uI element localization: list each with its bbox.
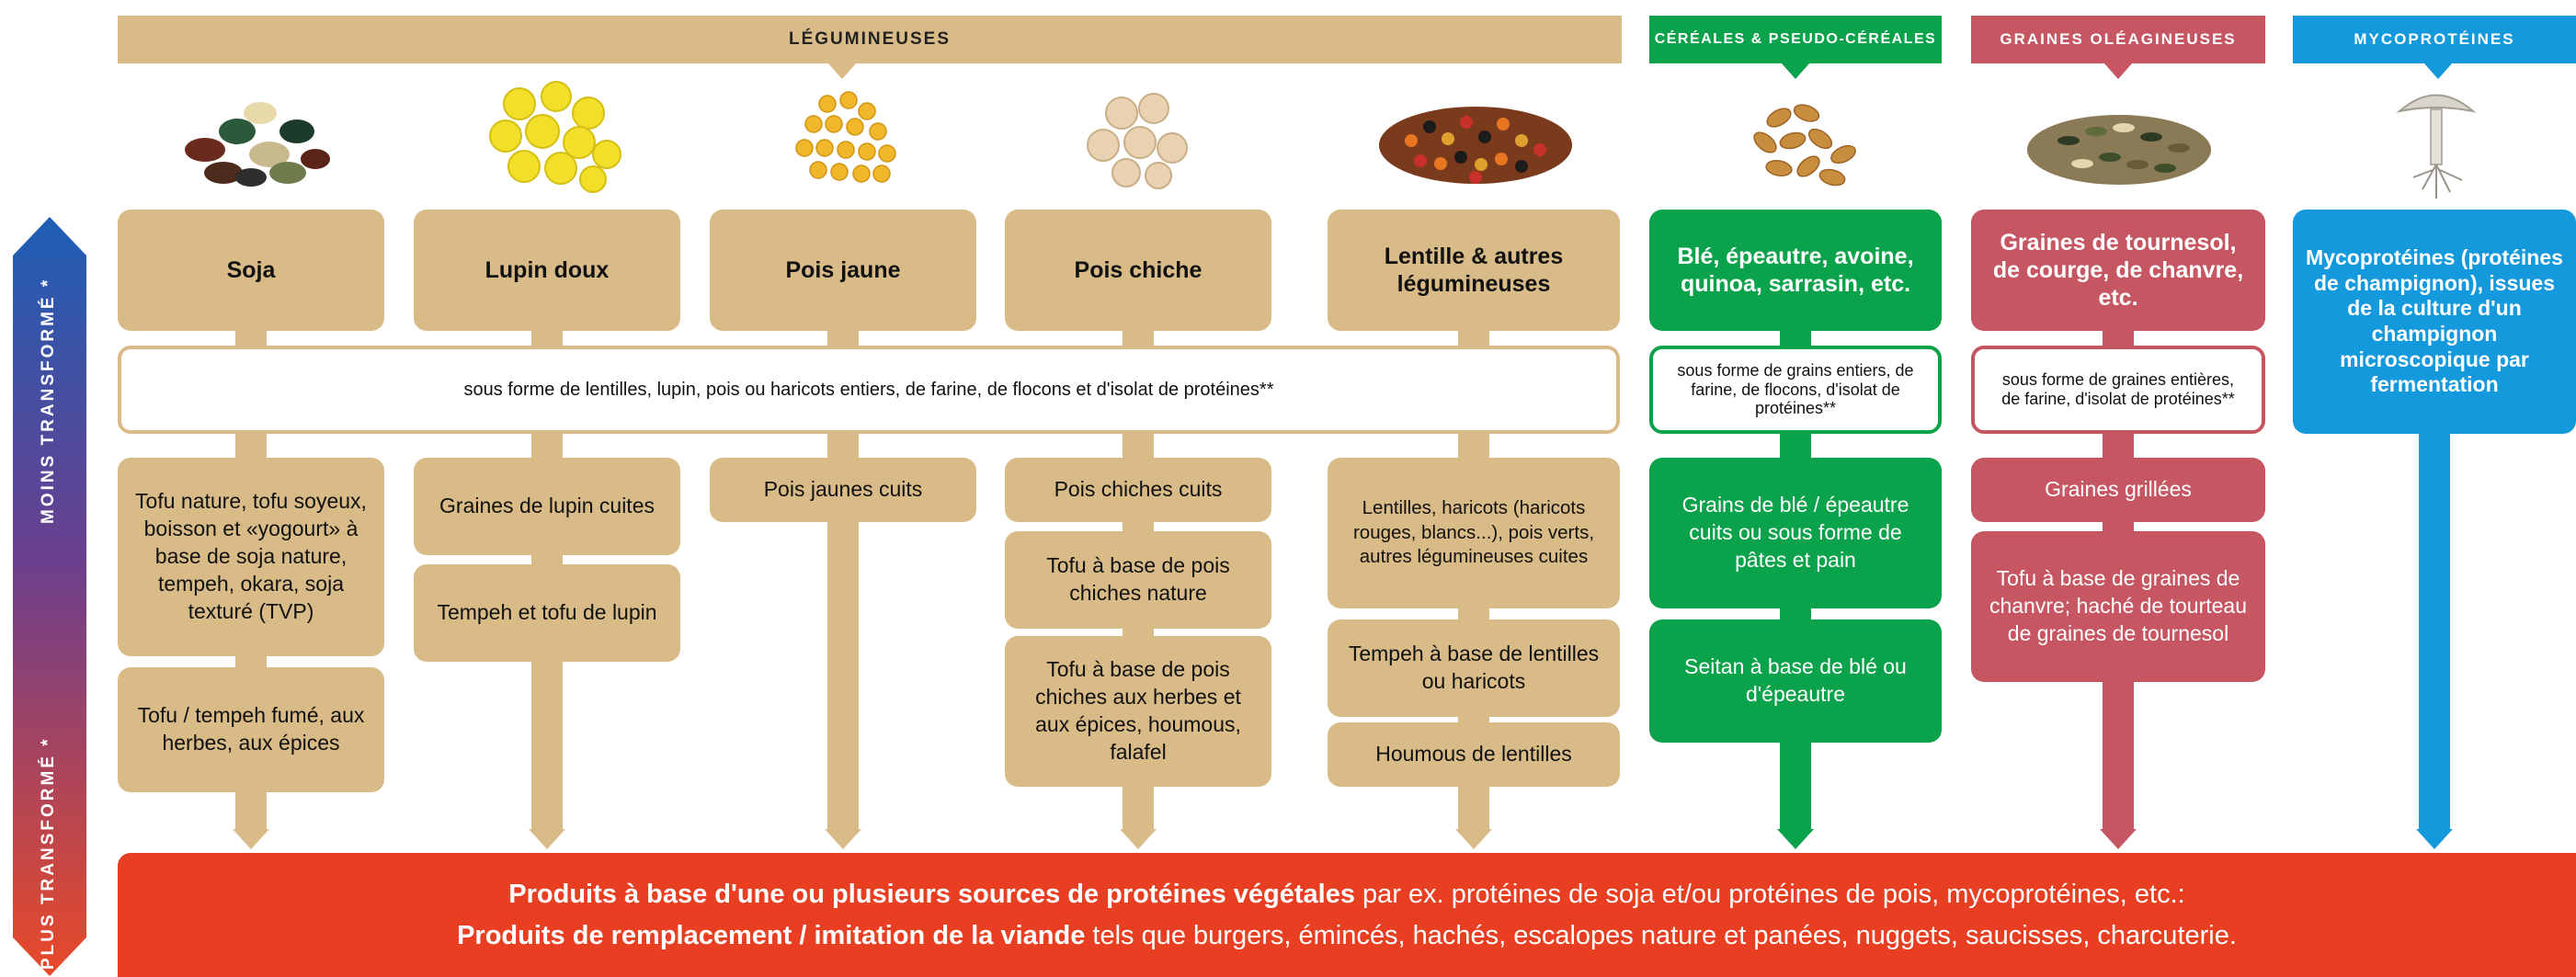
column-form-box: sous forme de grains entiers, de farine,… — [1649, 346, 1942, 434]
header-cereals: CÉRÉALES & PSEUDO-CÉRÉALES — [1649, 16, 1942, 63]
column-title: Mycoprotéines (protéines de champignon),… — [2293, 210, 2576, 434]
column-arrow-tip — [233, 829, 269, 849]
column-arrow-tip — [2100, 829, 2137, 849]
header-legumes-notch — [827, 62, 857, 79]
column-arrow-tip — [1455, 829, 1492, 849]
product-item: Pois chiches cuits — [1005, 458, 1271, 522]
column-title: Blé, épeautre, avoine, quinoa, sarrasin,… — [1649, 210, 1942, 331]
product-item: Tofu à base de graines de chanvre; haché… — [1971, 531, 2265, 682]
product-item: Tempeh à base de lentilles ou haricots — [1328, 619, 1620, 717]
product-item: Seitan à base de blé ou d'épeautre — [1649, 619, 1942, 743]
legumes-form-text: sous forme de lentilles, lupin, pois ou … — [463, 379, 1274, 400]
header-mycoproteins-notch — [2423, 62, 2453, 79]
column-form-box: sous forme de graines entières, de farin… — [1971, 346, 2265, 434]
column-arrow-tip — [1120, 829, 1157, 849]
column-title: Soja — [118, 210, 384, 331]
header-oilseeds: GRAINES OLÉAGINEUSES — [1971, 16, 2265, 63]
wheat-grains-image — [1682, 72, 1912, 200]
banner-line-1-bold: Produits à base d'une ou plusieurs sourc… — [508, 879, 1355, 909]
product-item: Tempeh et tofu de lupin — [414, 564, 680, 662]
product-item: Houmous de lentilles — [1328, 722, 1620, 787]
banner-line-2: Produits de remplacement / imitation de … — [457, 915, 2237, 957]
product-item: Tofu nature, tofu soyeux, boisson et «yo… — [118, 458, 384, 656]
product-item: Grains de blé / épeautre cuits ou sous f… — [1649, 458, 1942, 608]
processing-level-arrow — [13, 217, 86, 976]
less-processed-label: MOINS TRANSFORMÉ * — [39, 277, 58, 524]
product-item: Pois jaunes cuits — [710, 458, 976, 522]
header-cereals-label: CÉRÉALES & PSEUDO-CÉRÉALES — [1654, 31, 1937, 47]
banner-line-2-bold: Produits de remplacement / imitation de … — [457, 920, 1086, 950]
more-processed-label: PLUS TRANSFORMÉ * — [39, 736, 58, 970]
oilseeds-image — [2004, 72, 2234, 200]
meat-substitutes-banner: Produits à base d'une ou plusieurs sourc… — [118, 853, 2576, 977]
product-item: Graines grillées — [1971, 458, 2265, 522]
product-item: Tofu / tempeh fumé, aux herbes, aux épic… — [118, 667, 384, 792]
header-mycoproteins-label: MYCOPROTÉINES — [2354, 30, 2515, 48]
column-title: Lupin doux — [414, 210, 680, 331]
column-arrow-tip — [825, 829, 861, 849]
chickpeas-image — [1020, 72, 1250, 200]
header-cereals-notch — [1781, 62, 1810, 79]
product-item: Tofu à base de pois chiches nature — [1005, 531, 1271, 629]
lupin-beans-image — [432, 72, 662, 200]
column-arrow-tip — [529, 829, 565, 849]
header-oilseeds-notch — [2103, 62, 2133, 79]
header-oilseeds-label: GRAINES OLÉAGINEUSES — [2000, 30, 2237, 48]
product-item: Tofu à base de pois chiches aux herbes e… — [1005, 636, 1271, 787]
product-item: Lentilles, haricots (haricots rouges, bl… — [1328, 458, 1620, 608]
banner-line-1-rest: par ex. protéines de soja et/ou protéine… — [1354, 879, 2185, 909]
column-arrow-tip — [2416, 829, 2453, 849]
yellow-peas-image — [726, 72, 956, 200]
column-title: Lentille & autres légumineuses — [1328, 210, 1620, 331]
soybeans-image — [136, 72, 366, 200]
header-legumes: LÉGUMINEUSES — [118, 16, 1622, 63]
product-item: Graines de lupin cuites — [414, 458, 680, 555]
column-arrow-tip — [1777, 829, 1814, 849]
banner-line-1: Produits à base d'une ou plusieurs sourc… — [508, 874, 2184, 915]
legumes-form-box: sous forme de lentilles, lupin, pois ou … — [118, 346, 1620, 434]
banner-line-2-rest: tels que burgers, émincés, hachés, escal… — [1085, 920, 2237, 950]
mushroom-image — [2326, 72, 2547, 205]
column-title: Graines de tournesol, de courge, de chan… — [1971, 210, 2265, 331]
column-title: Pois chiche — [1005, 210, 1271, 331]
header-mycoproteins: MYCOPROTÉINES — [2293, 16, 2576, 63]
column-title: Pois jaune — [710, 210, 976, 331]
lentils-image — [1361, 72, 1590, 200]
header-legumes-label: LÉGUMINEUSES — [788, 29, 952, 49]
